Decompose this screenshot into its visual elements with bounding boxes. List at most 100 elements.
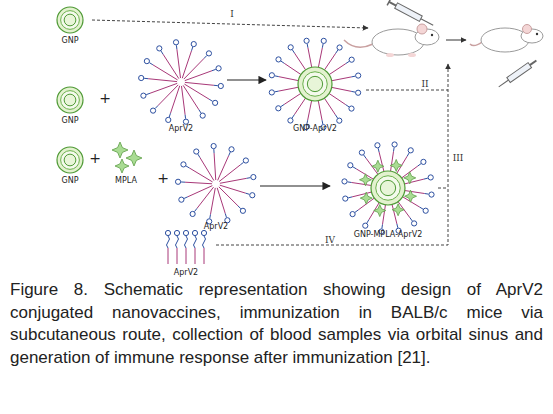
aptamer-tail bbox=[185, 115, 186, 119]
aptamer-tail bbox=[347, 181, 351, 183]
aptamer-stem bbox=[329, 93, 346, 104]
mouse-eye bbox=[431, 34, 433, 36]
aptamer-tail bbox=[355, 210, 358, 212]
aptamer-stem bbox=[210, 188, 215, 215]
aptamer-loop bbox=[375, 143, 380, 148]
aptamer-loop bbox=[229, 147, 234, 152]
syringe-plunger bbox=[387, 0, 391, 5]
aptamer-tail bbox=[204, 56, 207, 59]
aptamer-tail bbox=[212, 69, 216, 70]
aptamer-stem bbox=[189, 168, 212, 182]
aptamer-stem bbox=[218, 156, 229, 181]
aptamer-tail bbox=[199, 110, 201, 113]
aptamer-stem bbox=[308, 101, 312, 121]
route-numeral: III bbox=[453, 153, 464, 163]
aptamer-loop bbox=[350, 212, 355, 217]
aptamer-stem bbox=[284, 63, 301, 74]
aptamer-tail bbox=[281, 61, 284, 63]
aptamer-loop bbox=[304, 38, 309, 43]
mouse-foot bbox=[386, 53, 394, 57]
aptamer-tail bbox=[307, 44, 309, 48]
aptamer-loop bbox=[356, 90, 361, 95]
mouse-foot bbox=[408, 53, 416, 57]
gnp-ring bbox=[61, 151, 80, 170]
gnp-core bbox=[64, 94, 76, 106]
node-shape: GNP bbox=[50, 4, 90, 46]
mpla-molecule bbox=[374, 205, 386, 217]
aptamer-stem bbox=[214, 153, 216, 180]
aptamer-tail bbox=[209, 215, 211, 219]
aptamer-tail bbox=[351, 76, 355, 78]
aptamer-loop bbox=[423, 208, 428, 213]
aptamer-tail bbox=[420, 207, 423, 209]
aptamer-tail bbox=[275, 91, 279, 93]
aptamer-tail bbox=[322, 120, 324, 124]
node-label: GNP-AprV2 bbox=[256, 124, 374, 134]
aptamer-tail bbox=[353, 167, 356, 169]
mouse-eye bbox=[536, 33, 538, 35]
dashed-line bbox=[216, 64, 448, 245]
aptamer-loop bbox=[190, 211, 195, 216]
aptamer-tail bbox=[306, 120, 308, 124]
gnp-shell bbox=[298, 67, 332, 101]
aptamer-loop bbox=[183, 119, 188, 124]
aptamer-stem bbox=[197, 187, 214, 208]
aptamer-loop bbox=[356, 73, 361, 78]
aptamer-loop bbox=[240, 208, 245, 213]
aptamer-tail bbox=[410, 218, 412, 221]
aptamer-loop bbox=[392, 142, 397, 147]
aptamer-stem bbox=[185, 71, 212, 81]
aptamer-loop bbox=[321, 38, 326, 43]
aptamer-stem bbox=[183, 85, 199, 109]
aptamer-tail bbox=[209, 99, 212, 101]
aptamer-loop bbox=[250, 193, 255, 198]
aptamer-stem bbox=[182, 51, 191, 78]
aptamer-tail bbox=[198, 154, 200, 157]
aptamer-tail bbox=[192, 47, 193, 51]
aptamer-loop bbox=[144, 59, 149, 64]
gnp-shell bbox=[371, 171, 405, 205]
aptamer-tail bbox=[214, 85, 218, 86]
aptamer-tail bbox=[213, 149, 214, 153]
node-label: AprV2 bbox=[125, 124, 237, 134]
node-shape: AprV2 bbox=[158, 228, 214, 278]
reaction-arrow bbox=[260, 185, 330, 186]
aptamer-tail bbox=[144, 78, 148, 79]
aptamer-stem bbox=[318, 101, 322, 121]
aptamer-stem bbox=[220, 178, 247, 183]
aptamer-stem bbox=[150, 83, 177, 93]
gnp-ring bbox=[61, 11, 80, 30]
aptamer-tail bbox=[246, 177, 250, 179]
aptamer-tail bbox=[240, 162, 243, 164]
aptamer-loop bbox=[179, 197, 184, 202]
aptamer-stem bbox=[188, 186, 213, 197]
gnp-ring bbox=[61, 91, 80, 110]
arrow-line bbox=[446, 40, 466, 41]
aptamer-loop bbox=[359, 150, 364, 155]
aptamer-tail bbox=[194, 208, 196, 211]
aptamer-stem bbox=[391, 151, 394, 171]
aptamer-loop bbox=[269, 73, 274, 78]
gnp-ring bbox=[303, 72, 327, 96]
aptamer-tail bbox=[176, 45, 177, 49]
aptamer-loop bbox=[269, 90, 274, 95]
aptamer-loop bbox=[288, 118, 293, 123]
aptamer-stem bbox=[332, 77, 352, 81]
aptamer-stem bbox=[279, 87, 299, 91]
gnp-core bbox=[64, 14, 76, 26]
mpla-molecule bbox=[112, 142, 128, 158]
node-graphic bbox=[266, 38, 364, 134]
gnp-shell bbox=[57, 7, 83, 33]
aptamer-loop bbox=[349, 57, 354, 62]
gnp-ring bbox=[376, 176, 400, 200]
figure-caption: Figure 8. Schematic representation showi… bbox=[10, 279, 543, 369]
aptamer-stem bbox=[153, 65, 178, 80]
aptamer-tail bbox=[238, 206, 241, 209]
plus-sign: + bbox=[99, 91, 111, 105]
aptamer-stem bbox=[308, 48, 312, 68]
aptamer-tail bbox=[184, 197, 188, 199]
aptamer-stem bbox=[217, 188, 225, 214]
aptamer-tail bbox=[367, 220, 369, 223]
aptamer-loop bbox=[201, 230, 206, 235]
aptamer-stem bbox=[204, 248, 205, 264]
